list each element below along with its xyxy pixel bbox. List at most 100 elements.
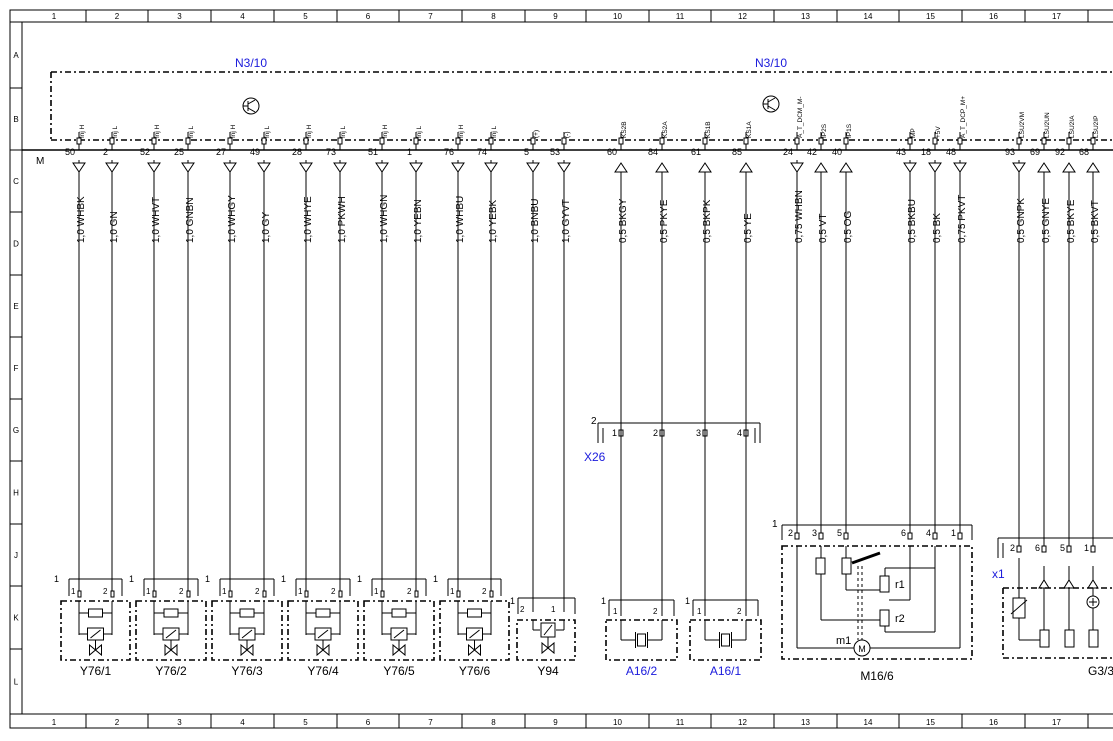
transistor-icon (247, 99, 256, 105)
wire-label: 0,5 GNPK (1016, 198, 1027, 243)
resistor-icon (1088, 629, 1099, 648)
connector-prefix: 1 (772, 519, 778, 530)
transistor-icon (247, 107, 256, 113)
connector-pin-num: 5 (1060, 543, 1065, 553)
wire-label: 1,0 PKWH (337, 196, 348, 243)
solenoid-coil-icon (165, 629, 177, 639)
grid-col-label: 10 (613, 718, 622, 727)
pin-signal-label: Inj H (306, 124, 313, 138)
wire-label: 0,5 BKPK (702, 199, 713, 243)
wire-label: 0,5 GNYE (1041, 198, 1052, 243)
arrow-out-icon (299, 162, 313, 173)
connector-pin-num: 1 (951, 528, 956, 538)
solenoid-coil-icon (393, 629, 405, 639)
pin-number: 18 (921, 147, 931, 157)
resistor-icon (239, 608, 255, 618)
arrow-in-icon (839, 162, 853, 173)
component-box (439, 600, 510, 661)
motor-part-label: m1 (836, 635, 851, 647)
wire-label: 0,5 BKVT (1090, 200, 1101, 243)
wire-label: 1,0 GNBN (185, 197, 196, 243)
pin-number: 27 (216, 147, 226, 157)
grid-col-label: 9 (553, 12, 558, 21)
pin-socket (109, 137, 115, 145)
pin-socket (110, 590, 115, 598)
component-label: Y76/6 (459, 664, 491, 678)
connector-prefix: 1 (357, 574, 362, 584)
grid-col-label: 12 (738, 12, 747, 21)
pin-number: 60 (607, 147, 617, 157)
wire-label: 1,0 WHBU (455, 196, 466, 243)
pin-socket (743, 137, 749, 145)
connector-pin-num: 2 (653, 607, 658, 616)
wire-label: 0,5 OG (843, 211, 854, 243)
pin-number: 50 (65, 147, 75, 157)
wire-label: 0,75 PKVT (957, 195, 968, 243)
grid-row-label: A (13, 51, 19, 60)
grid-col-label: 1 (52, 718, 57, 727)
pin-signal-label: KS2B (621, 121, 628, 138)
wire-label: 1,0 WHYE (303, 196, 314, 243)
connector-pin-num: 2 (103, 587, 108, 596)
component-box (605, 619, 678, 661)
connector-pin-num: 1 (450, 587, 455, 596)
connector-pin-num: 3 (696, 428, 701, 438)
pin-number: 42 (807, 147, 817, 157)
grid-col-label: 5 (303, 718, 308, 727)
connector-prefix: 1 (281, 574, 286, 584)
arrow-out-icon (257, 162, 271, 173)
grid-col-label: 7 (428, 718, 433, 727)
resistor-icon (163, 608, 179, 618)
arrow-in-icon (1062, 162, 1076, 173)
component-label: M16/6 (860, 669, 894, 683)
valve-icon (89, 643, 102, 657)
pin-signal-label: IP2S (821, 123, 828, 138)
pin-signal-label: LSU2IP (1093, 116, 1100, 138)
arrow-in-icon (1037, 162, 1051, 173)
arrow-out-icon (526, 162, 540, 173)
pin-signal-label: Inj H (154, 124, 161, 138)
pin-signal-label: Inj H (458, 124, 465, 138)
resistor-icon (88, 608, 103, 618)
connector-prefix: 1 (205, 574, 210, 584)
grid-col-label: 2 (115, 12, 120, 21)
pin-socket (152, 590, 157, 598)
wiper-icon (851, 551, 881, 565)
pin-socket (561, 137, 567, 145)
grid-col-label: 15 (926, 718, 935, 727)
arrow-out-icon (375, 162, 389, 173)
connector-pin-num: 6 (1035, 543, 1040, 553)
connector-prefix: 2 (591, 416, 597, 427)
resistor-icon (841, 557, 852, 575)
grid-col-label: 1 (52, 12, 57, 21)
grid-col-label: 12 (738, 718, 747, 727)
wire-label: 0,5 YE (743, 213, 754, 243)
pin-number: 73 (326, 147, 336, 157)
wire-label: 0,5 BKYE (1066, 199, 1077, 243)
grid-col-label: 16 (989, 12, 998, 21)
pin-socket (794, 137, 800, 145)
wire-label: 0,5 PKYE (659, 199, 670, 243)
pin-number: 85 (732, 147, 742, 157)
pin-number: 28 (292, 147, 302, 157)
pin-number: 43 (896, 147, 906, 157)
valve-icon (468, 643, 481, 657)
solenoid-coil-icon (543, 624, 553, 636)
connector-prefix: 1 (510, 596, 515, 606)
component-box (781, 545, 973, 660)
pin-socket (659, 137, 665, 145)
pin-socket (1066, 545, 1072, 553)
grid-col-label: 11 (676, 718, 685, 727)
resistor-icon (1064, 629, 1075, 648)
sensor-element-icon (1010, 599, 1028, 615)
connector-pin-num: 2 (255, 587, 260, 596)
pin-signal-label: (-) (564, 132, 571, 139)
ecu-label: N3/10 (755, 56, 787, 70)
pin-socket (702, 137, 708, 145)
pin-socket (618, 137, 624, 145)
pin-signal-label: Inj L (491, 125, 498, 138)
pin-socket (261, 137, 267, 145)
grid-col-label: 10 (613, 12, 622, 21)
wire-label: 1,0 WHGN (379, 195, 390, 243)
wire-label: 1,0 YEBN (413, 199, 424, 243)
